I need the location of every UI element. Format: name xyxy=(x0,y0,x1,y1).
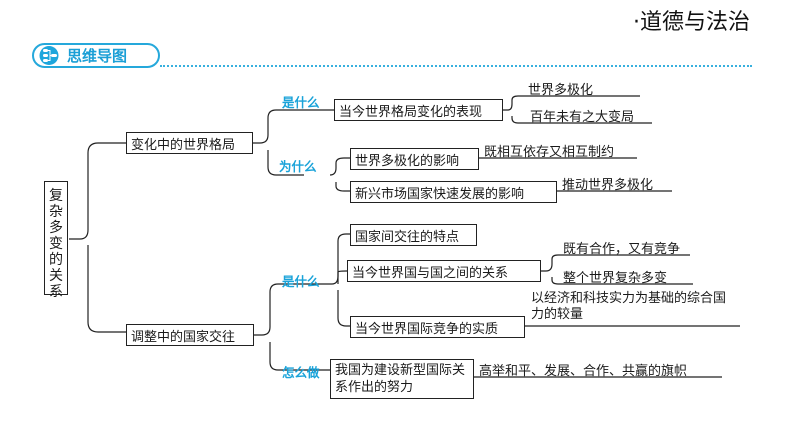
dotted-divider xyxy=(160,65,752,67)
leaf-complex-world: 整个世界复杂多变 xyxy=(563,271,668,286)
node-multipolarity-impact: 世界多极化的影响 xyxy=(350,148,479,170)
mind-map-badge: 思维导图 xyxy=(32,43,160,68)
node-pattern-change: 当今世界格局变化的表现 xyxy=(334,99,503,121)
node-china-efforts: 我国为建设新型国际关系作出的努力 xyxy=(330,359,474,399)
what-tag-2: 是什么 xyxy=(282,274,320,289)
mind-map-icon xyxy=(39,46,59,65)
leaf-cooperation-competition: 既有合作，又有竞争 xyxy=(563,242,681,257)
node-emerging-markets: 新兴市场国家快速发展的影响 xyxy=(350,181,557,203)
subject-title: ·道德与法治 xyxy=(633,10,750,35)
how-tag: 怎么做 xyxy=(282,365,320,380)
leaf-multipolarity: 世界多极化 xyxy=(528,83,594,98)
leaf-promote-multipolarity: 推动世界多极化 xyxy=(562,178,654,193)
root-node: 复 杂 多 变 的 关 系 xyxy=(44,181,68,300)
branch-changing-world-pattern: 变化中的世界格局 xyxy=(126,132,253,154)
leaf-great-changes: 百年未有之大变局 xyxy=(530,110,635,125)
leaf-peace-development-banner: 高举和平、发展、合作、共赢的旗帜 xyxy=(479,364,688,379)
leaf-comprehensive-strength: 以经济和科技实力为基础的综合国力的较量 xyxy=(531,291,727,322)
badge-label: 思维导图 xyxy=(67,47,128,65)
why-tag: 为什么 xyxy=(279,159,317,174)
what-tag: 是什么 xyxy=(282,95,320,110)
node-interaction-features: 国家间交往的特点 xyxy=(350,224,477,246)
branch-adjusting-relations: 调整中的国家交往 xyxy=(126,324,254,346)
node-state-relations: 当今世界国与国之间的关系 xyxy=(347,260,541,282)
node-competition-essence: 当今世界国际竞争的实质 xyxy=(350,316,525,338)
leaf-interdependent: 既相互依存又相互制约 xyxy=(484,145,615,160)
